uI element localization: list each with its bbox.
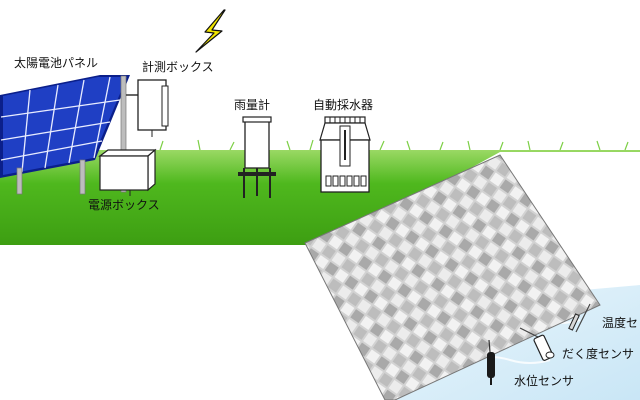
label-power-box: 電源ボックス: [88, 198, 160, 212]
label-rain-gauge: 雨量計: [234, 98, 271, 112]
turbidity-sensor: [519, 327, 555, 361]
label-water-level-sensor: 水位センサ: [514, 374, 575, 388]
measurement-box: [137, 79, 169, 137]
label-auto-sampler: 自動採水器: [313, 98, 374, 112]
stone-embankment: [304, 154, 601, 400]
label-measurement-box: 計測ボックス: [142, 60, 214, 74]
label-solar-panel: 太陽電池パネル: [14, 56, 99, 70]
water-level-sensor: [487, 339, 495, 385]
temperature-sensor: [568, 303, 591, 333]
label-temperature-sensor: 温度セ: [602, 316, 639, 330]
lightning-bolt-icon: [195, 9, 226, 53]
label-turbidity-sensor: だく度センサ: [562, 347, 635, 361]
rain-gauge: [238, 116, 276, 198]
auto-water-sampler: [319, 116, 371, 193]
power-box: [98, 148, 157, 196]
solar-panel: [0, 75, 138, 195]
